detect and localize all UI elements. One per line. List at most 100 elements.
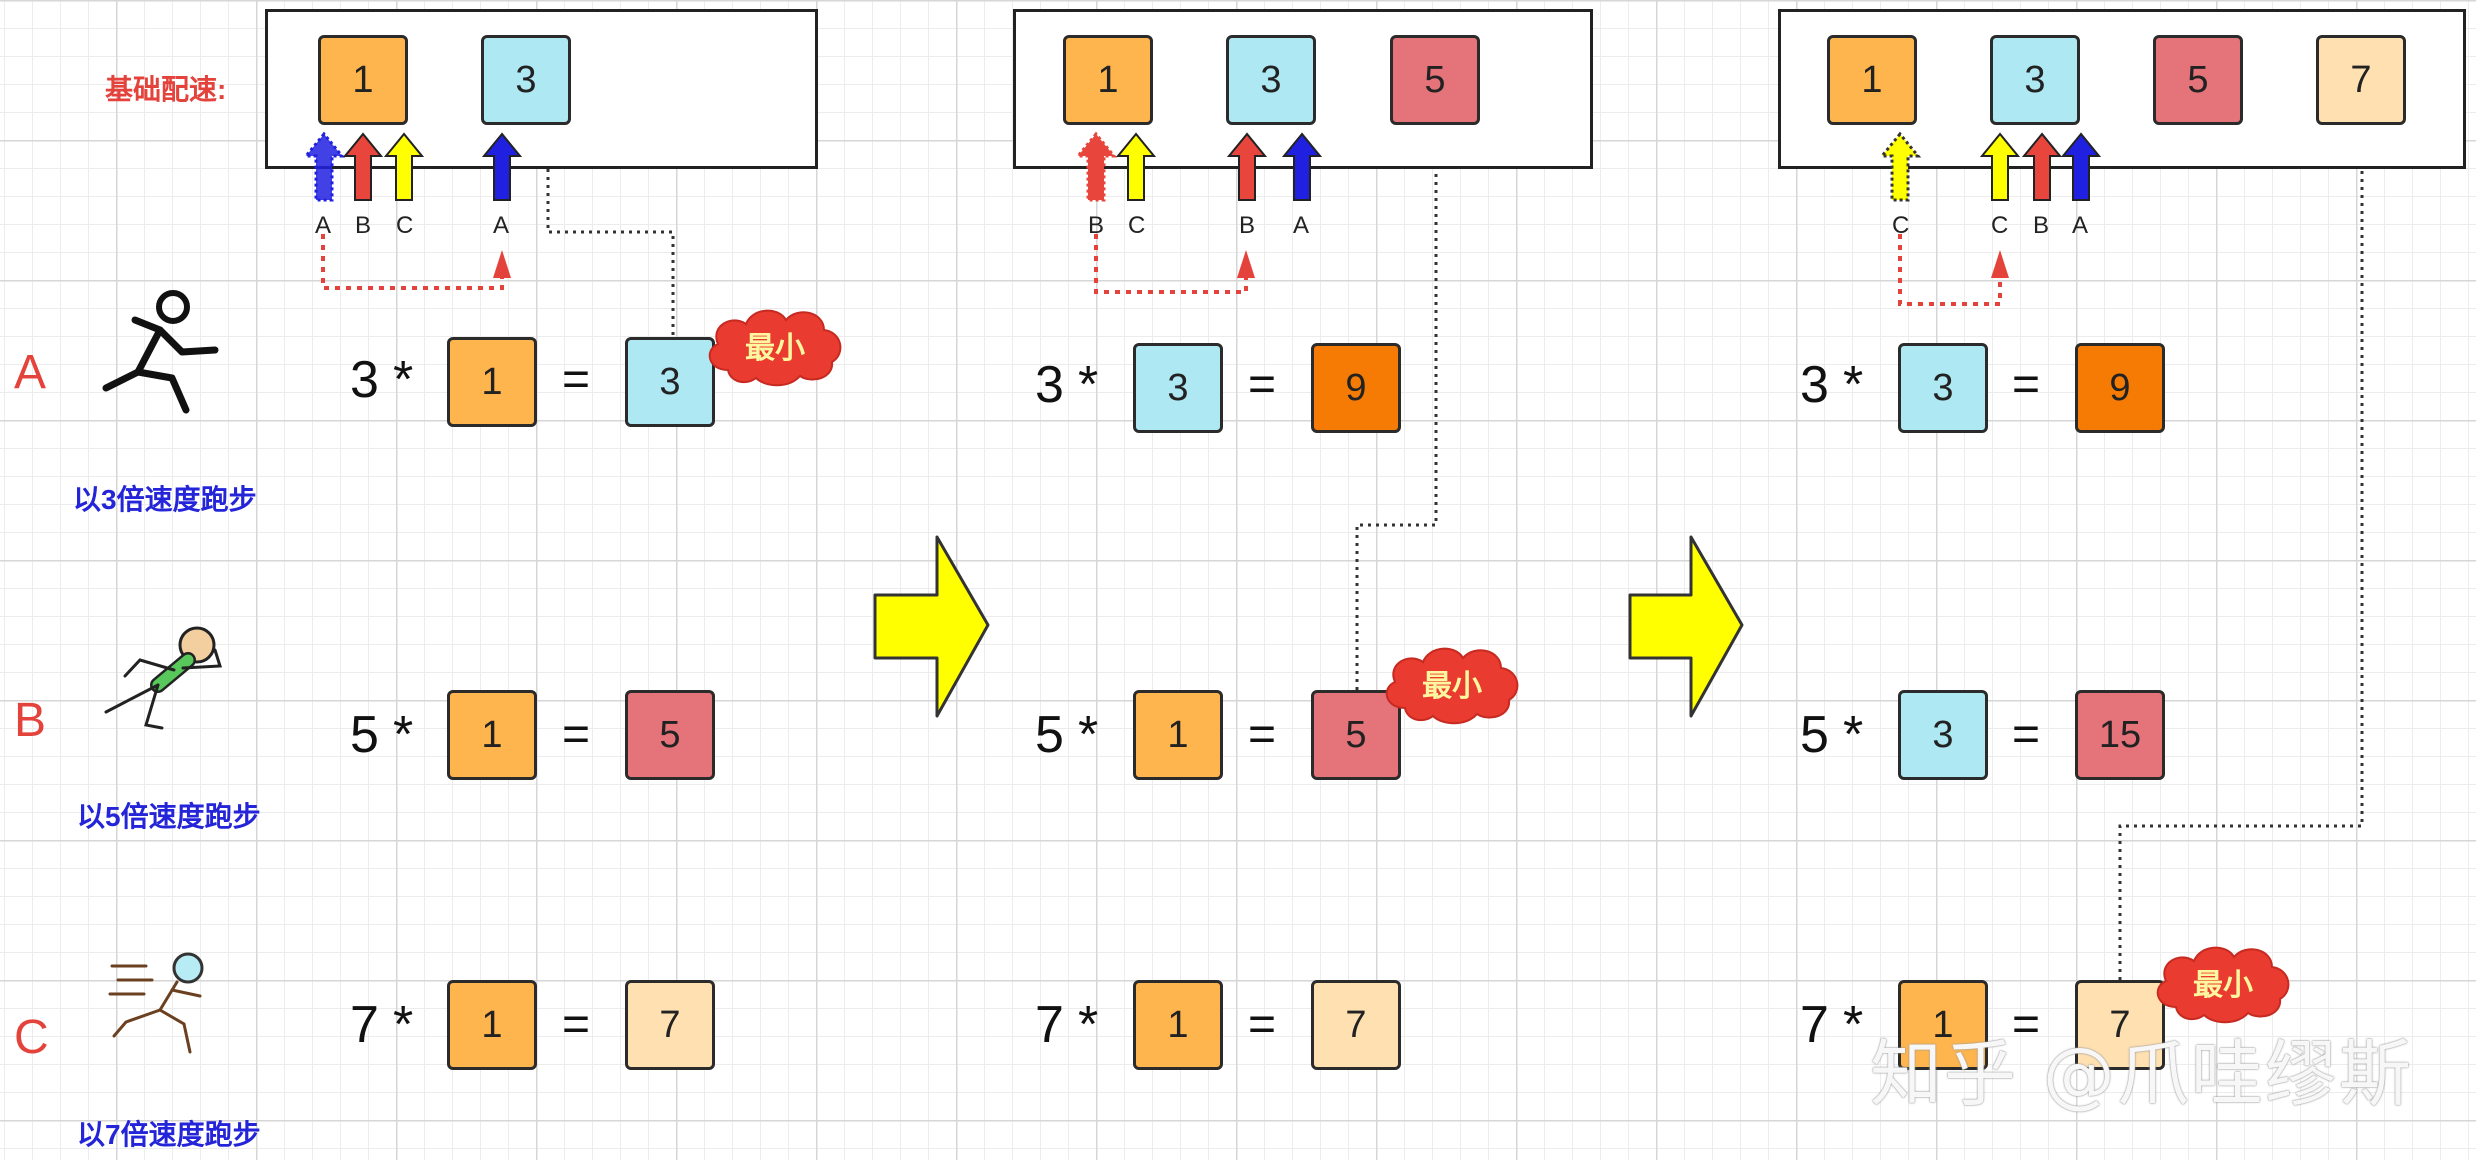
equals-operator: = [2012,998,2041,1051]
min-tag-cloud: 最小 [700,300,850,390]
pointer-arrow-b [342,132,384,201]
pointer-arrow-b [1226,132,1268,201]
factor-box: 1 [447,337,537,427]
base-value-box: 5 [2153,35,2243,125]
times-operator: * [393,706,414,764]
result-box: 15 [2075,690,2165,780]
runner-icon-a [102,290,219,414]
runner-icon-b [104,626,223,730]
multiplier: 5 [350,706,379,764]
base-value-box: 7 [2316,35,2406,125]
pointer-move-path [321,234,504,290]
pointer-arrow-a-old [302,131,346,202]
base-value-box: 1 [318,35,408,125]
result-box: 7 [2075,980,2165,1070]
result-box: 9 [2075,343,2165,433]
base-value-box: 5 [1390,35,1480,125]
row-caption-b: 以5倍速度跑步 [77,801,261,832]
dotted-connector [546,128,675,335]
row-caption-c: 以7倍速度跑步 [77,1119,261,1150]
dotted-connector [1355,128,1438,690]
row-label-a: A [14,346,47,399]
min-tag-cloud: 最小 [1377,638,1527,728]
result-box: 3 [625,337,715,427]
equals-operator: = [2012,708,2041,761]
times-operator: * [1078,356,1099,414]
pointer-arrow-a [481,132,523,201]
factor-box: 1 [1898,980,1988,1070]
factor-box: 1 [447,980,537,1070]
times-operator: * [1078,996,1099,1054]
equals-operator: = [2012,358,2041,411]
min-tag-text: 最小 [2193,969,2253,1002]
base-value-box: 1 [1063,35,1153,125]
result-box: 7 [1311,980,1401,1070]
times-operator: * [1843,706,1864,764]
pointer-move-arrowhead [1237,250,1255,278]
equals-operator: = [1248,358,1277,411]
pointer-label: A [493,212,510,239]
multiplier: 7 [350,996,379,1054]
result-box: 9 [1311,343,1401,433]
transition-arrow [873,535,990,718]
equals-operator: = [1248,708,1277,761]
factor-box: 3 [1898,690,1988,780]
pointer-move-path [1898,234,2002,306]
pointer-arrow-b-old [1074,131,1118,202]
runner-icon-c [108,952,204,1054]
pointer-label: B [2033,212,2050,239]
times-operator: * [1843,996,1864,1054]
equals-operator: = [562,353,591,406]
row-caption-a: 以3倍速度跑步 [73,484,257,515]
pointer-move-arrowhead [1991,250,2009,278]
pointer-label: B [355,212,372,239]
pointer-label: B [1239,212,1256,239]
result-box: 5 [625,690,715,780]
base-pace-label: 基础配速: [105,74,227,105]
pointer-arrow-c [1979,132,2021,201]
min-tag-text: 最小 [1422,670,1482,703]
factor-box: 1 [1133,980,1223,1070]
factor-box: 3 [1898,343,1988,433]
pointer-label: C [1991,212,2009,239]
times-operator: * [1078,706,1099,764]
pointer-arrow-c [383,132,425,201]
pointer-move-arrowhead [493,250,511,278]
equals-operator: = [562,708,591,761]
pointer-label: C [396,212,414,239]
pointer-label: C [1128,212,1146,239]
pointer-label: A [315,212,332,239]
min-tag-text: 最小 [745,332,805,365]
min-tag-cloud: 最小 [2148,937,2298,1027]
watermark: 知乎 @爪哇缪斯 [1870,1032,2413,1116]
base-value-box: 3 [1990,35,2080,125]
pointer-arrow-a [1281,132,1323,201]
base-value-box: 3 [1226,35,1316,125]
pointer-arrow-c [1115,132,1157,201]
times-operator: * [393,996,414,1054]
multiplier: 3 [1035,356,1064,414]
pointer-label: C [1892,212,1910,239]
pointer-label: B [1088,212,1105,239]
times-operator: * [1843,356,1864,414]
row-label-c: C [14,1011,49,1064]
multiplier: 7 [1035,996,1064,1054]
multiplier: 5 [1035,706,1064,764]
result-box: 5 [1311,690,1401,780]
pointer-arrow-c-old [1878,131,1922,202]
pointer-arrow-a [2060,132,2102,201]
pointer-label: A [2072,212,2089,239]
dotted-connector [2118,128,2364,980]
multiplier: 3 [350,351,379,409]
factor-box: 1 [1133,690,1223,780]
equals-operator: = [1248,998,1277,1051]
multiplier: 7 [1800,996,1829,1054]
times-operator: * [393,351,414,409]
factor-box: 1 [447,690,537,780]
base-value-box: 1 [1827,35,1917,125]
base-value-box: 3 [481,35,571,125]
transition-arrow [1628,535,1744,718]
